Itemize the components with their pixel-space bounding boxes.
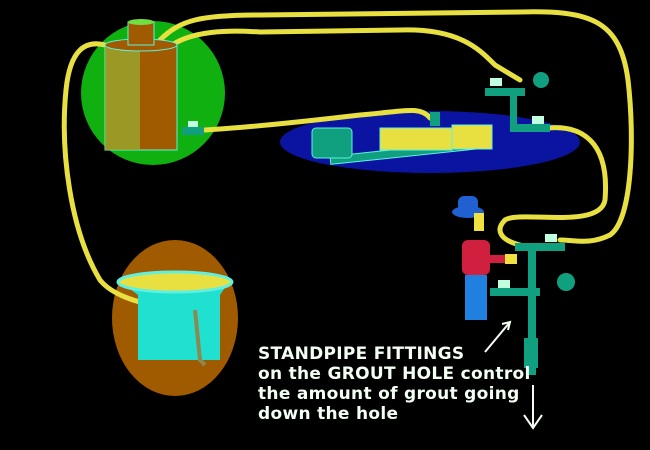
- caption-line-4: down the hole: [258, 404, 399, 424]
- lower-standpipe: [490, 234, 575, 375]
- upper-valve-assembly: [485, 72, 550, 132]
- mixer-tank: [104, 19, 204, 151]
- caption-line-1: STANDPIPE FITTINGS: [258, 344, 465, 364]
- worker: [452, 196, 517, 320]
- caption-line-3: the amount of grout going: [258, 384, 520, 404]
- caption-line-2: on the GROUT HOLE control: [258, 364, 531, 384]
- standpipe-caption: STANDPIPE FITTINGS on the GROUT HOLE con…: [258, 344, 531, 424]
- holding-tank: [116, 270, 234, 367]
- pointer-arrows: [484, 320, 543, 430]
- pump: [311, 112, 493, 165]
